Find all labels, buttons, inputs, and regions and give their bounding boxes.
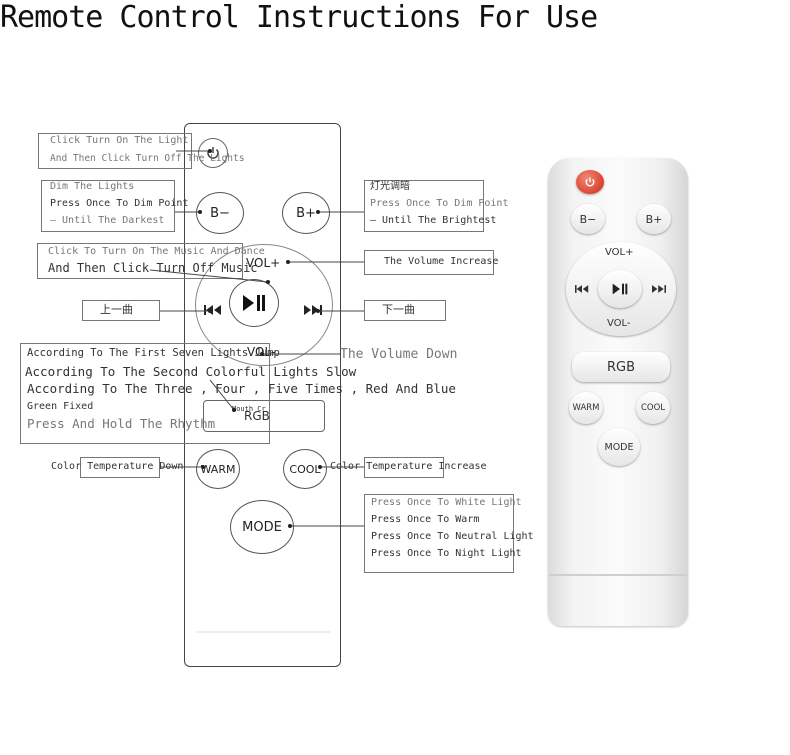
mouth-cr-note: Mouth Cr [232,405,266,413]
power-note-1: Click Turn On The Light [50,135,189,146]
photo-next-icon[interactable] [652,285,666,293]
b-plus-note-1: 灯光调暗 [370,181,410,192]
rgb-note-2: According To The Second Colorful Lights … [25,364,357,379]
cool-annotation-box [364,457,444,478]
photo-vol-minus-label[interactable]: VOL- [607,318,631,329]
warm-annotation-box [80,457,160,478]
play-pause-icon [243,295,265,311]
page-title: Remote Control Instructions For Use [0,0,598,35]
play-annotation-box [37,243,243,279]
play-pause-icon [612,283,628,295]
outline-power-button[interactable] [198,138,228,168]
photo-previous-icon[interactable] [575,285,589,293]
mode-note-4: Press Once To Night Light [371,548,522,559]
mode-note-1: Press Once To White Light [371,497,522,508]
vol-plus-annotation-box [364,250,494,275]
photo-warm-label: WARM [572,403,600,413]
photo-b-plus-button[interactable]: B+ [637,204,671,234]
outline-b-minus-button[interactable]: B− [196,192,244,234]
play-note-2: And Then Click Turn Off Music [48,261,258,275]
b-minus-note-2: Press Once To Dim Point [50,198,189,209]
outline-play-pause-button[interactable] [229,279,279,327]
photo-warm-button[interactable]: WARM [569,392,603,424]
rgb-annotation-box [20,343,270,444]
outline-mode-button[interactable]: MODE [230,500,294,554]
warm-label: WARM [200,462,236,476]
outline-vol-minus-label[interactable]: VOL- [247,345,276,359]
outline-warm-button[interactable]: WARM [196,449,240,489]
mode-label: MODE [242,519,282,535]
photo-power-button[interactable] [576,170,604,194]
mode-note-2: Press Once To Warm [371,514,480,525]
mode-note-3: Press Once To Neutral Light [371,531,534,542]
photo-mode-label: MODE [604,441,634,453]
photo-b-plus-label: B+ [645,212,663,226]
next-note: 下一曲 [382,303,415,316]
photo-cool-button[interactable]: COOL [636,392,670,424]
rgb-note-3: According To The Three , Four , Five Tim… [27,381,456,396]
outline-vol-plus-label[interactable]: VOL+ [246,256,281,270]
cool-note: Color Temperature Increase [330,461,487,472]
photo-remote-bottom-seam [549,574,687,576]
outline-b-plus-button[interactable]: B+ [282,192,330,234]
photo-vol-plus-label[interactable]: VOL+ [605,247,634,258]
next-icon[interactable] [304,305,322,315]
power-icon [585,177,595,187]
b-minus-note-3: — Until The Darkest [50,215,165,226]
rgb-note-5: Press And Hold The Rhythm [27,416,216,431]
b-minus-annotation-box [41,180,175,232]
outline-cool-button[interactable]: COOL [283,449,327,489]
outline-rgb-button[interactable] [203,400,325,432]
vol-plus-note: The Volume Increase [384,256,499,267]
b-plus-note-2: Press Once To Dim Point [370,198,509,209]
cool-label: COOL [289,462,321,476]
b-plus-note-3: — Until The Brightest [370,215,497,226]
b-minus-note-1: Dim The Lights [50,181,135,192]
b-plus-label: B+ [296,205,316,221]
b-plus-annotation-box [364,180,484,232]
power-note-2: And Then Click Turn Off The Lights [50,153,245,164]
prev-note: 上一曲 [100,303,133,316]
warm-note: Color Temperature Down [51,461,184,472]
photo-b-minus-button[interactable]: B− [571,204,605,234]
photo-remote [548,158,688,626]
rgb-note-4: Green Fixed [27,401,94,412]
outline-rgb-label: RGB [244,409,270,423]
prev-annotation-box [82,300,160,321]
photo-b-minus-label: B− [579,212,597,226]
photo-rgb-button[interactable]: RGB [572,352,670,382]
mode-annotation-box [364,494,514,573]
outline-remote-bottom-line [196,631,330,633]
photo-play-pause-button[interactable] [598,270,642,308]
photo-rgb-label: RGB [606,359,636,375]
rgb-note-1: According To The First Seven Lights Jump [27,347,280,359]
next-annotation-box [364,300,446,321]
photo-cool-label: COOL [640,403,666,413]
photo-mode-button[interactable]: MODE [598,428,640,466]
play-note-1: Click To Turn On The Music And Dance [48,246,265,257]
vol-minus-note: The Volume Down [340,347,458,362]
outline-remote-body [184,123,341,667]
b-minus-label: B− [210,205,230,221]
